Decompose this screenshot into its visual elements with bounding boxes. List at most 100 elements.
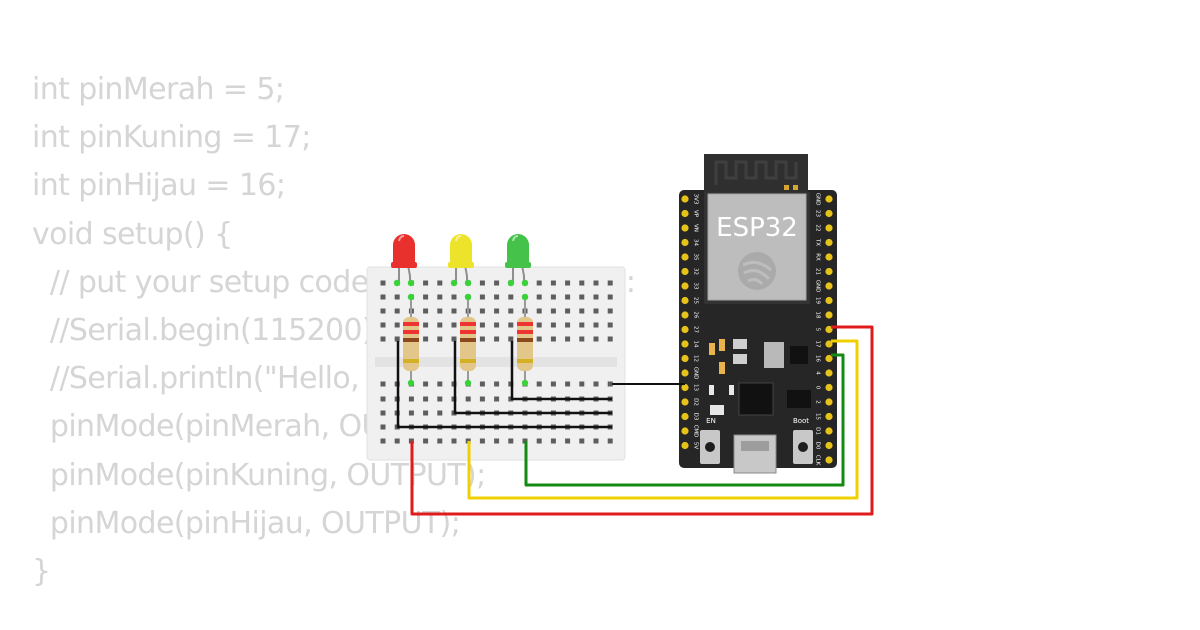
pin-label: 13 xyxy=(693,384,699,391)
connection-dot xyxy=(521,279,529,287)
code-line: pinMode(pinKuning, OUTPUT); xyxy=(32,457,486,493)
connection-dot xyxy=(521,379,529,387)
wire-red xyxy=(410,325,874,516)
breadboard-hole xyxy=(451,322,457,328)
header-pin[interactable] xyxy=(681,238,689,247)
header-pin[interactable] xyxy=(825,398,833,406)
header-pin[interactable] xyxy=(825,238,833,247)
pin-label: 14 xyxy=(693,341,699,348)
header-pin[interactable] xyxy=(681,340,689,348)
breadboard-hole xyxy=(536,438,542,444)
breadboard-hole xyxy=(550,322,556,328)
breadboard-hole xyxy=(607,322,613,328)
header-pin[interactable] xyxy=(681,311,689,319)
header-pin[interactable] xyxy=(825,383,833,392)
pin-label: 15 xyxy=(815,413,821,420)
breadboard-hole xyxy=(593,438,599,444)
header-pin[interactable] xyxy=(825,296,833,305)
header-pin[interactable] xyxy=(681,282,689,290)
header-pin[interactable] xyxy=(825,325,833,334)
breadboard-hole xyxy=(550,336,556,342)
boot-label: Boot xyxy=(793,417,809,425)
header-pin[interactable] xyxy=(681,195,689,203)
code-line: int pinKuning = 17; xyxy=(32,120,311,156)
breadboard-hole xyxy=(408,396,414,402)
breadboard-hole xyxy=(380,280,386,286)
breadboard-hole xyxy=(451,438,457,444)
header-pin[interactable] xyxy=(825,369,833,377)
pin-label: 34 xyxy=(693,239,699,246)
connection-dot xyxy=(464,293,472,301)
breadboard-hole xyxy=(550,280,556,286)
header-pin[interactable] xyxy=(681,427,689,435)
breadboard-hole xyxy=(437,322,443,328)
pin-label: GND xyxy=(815,280,821,293)
header-pin[interactable] xyxy=(825,224,833,232)
wire-yellow xyxy=(467,339,859,500)
breadboard-hole xyxy=(479,308,485,314)
breadboard-hole xyxy=(593,294,599,300)
pin-label: 0 xyxy=(815,386,821,390)
breadboard-hole xyxy=(394,308,400,314)
breadboard-hole xyxy=(508,322,514,328)
breadboard-hole xyxy=(494,280,500,286)
connection-dot xyxy=(464,279,472,287)
header-pin[interactable] xyxy=(825,340,833,348)
breadboard-hole xyxy=(593,280,599,286)
header-pin[interactable] xyxy=(825,427,833,435)
breadboard-hole xyxy=(536,322,542,328)
header-pin[interactable] xyxy=(681,296,689,305)
header-pin[interactable] xyxy=(681,325,689,334)
breadboard-hole xyxy=(394,438,400,444)
connection-dots xyxy=(393,279,529,387)
breadboard-hole xyxy=(437,381,443,387)
header-pin[interactable] xyxy=(825,311,833,319)
header-pin[interactable] xyxy=(681,354,689,363)
header-pin[interactable] xyxy=(681,369,689,377)
header-pin[interactable] xyxy=(681,412,689,421)
breadboard-hole xyxy=(494,438,500,444)
breadboard-hole xyxy=(494,336,500,342)
connection-dot xyxy=(521,293,529,301)
header-pin[interactable] xyxy=(825,195,833,203)
resistors xyxy=(403,298,533,383)
breadboard-hole xyxy=(607,381,613,387)
breadboard-hole xyxy=(380,336,386,342)
connection-dot xyxy=(507,279,515,287)
pin-label: 25 xyxy=(693,297,699,304)
header-pin[interactable] xyxy=(825,456,833,464)
header-pin[interactable] xyxy=(681,441,689,450)
pin-label: 4 xyxy=(815,371,821,375)
header-pin[interactable] xyxy=(825,412,833,421)
header-pin[interactable] xyxy=(681,253,689,261)
pin-label: GND xyxy=(815,193,821,206)
header-pin[interactable] xyxy=(681,398,689,406)
breadboard-hole xyxy=(465,396,471,402)
header-pin[interactable] xyxy=(825,267,833,276)
breadboard-hole xyxy=(394,336,400,342)
breadboard-hole xyxy=(380,424,386,430)
header-pin[interactable] xyxy=(825,354,833,363)
header-pin[interactable] xyxy=(825,209,833,218)
header-pin[interactable] xyxy=(681,383,689,392)
header-pin[interactable] xyxy=(825,253,833,261)
header-pin[interactable] xyxy=(825,282,833,290)
code-line: int pinHijau = 16; xyxy=(32,168,286,204)
antenna-trace xyxy=(714,160,798,185)
breadboard-hole xyxy=(607,294,613,300)
header-pin[interactable] xyxy=(681,267,689,276)
pin-label: 22 xyxy=(815,225,821,232)
connection-dot xyxy=(407,293,415,301)
header-pin[interactable] xyxy=(825,441,833,450)
header-pin[interactable] xyxy=(681,224,689,232)
breadboard-hole xyxy=(565,280,571,286)
header-pin[interactable] xyxy=(681,209,689,218)
breadboard-hole xyxy=(550,308,556,314)
pin-label: CMD xyxy=(693,425,699,438)
pin-label: 12 xyxy=(693,355,699,362)
resistor-yellow xyxy=(460,298,476,383)
breadboard-hole xyxy=(437,396,443,402)
pin-label: 33 xyxy=(693,283,699,290)
